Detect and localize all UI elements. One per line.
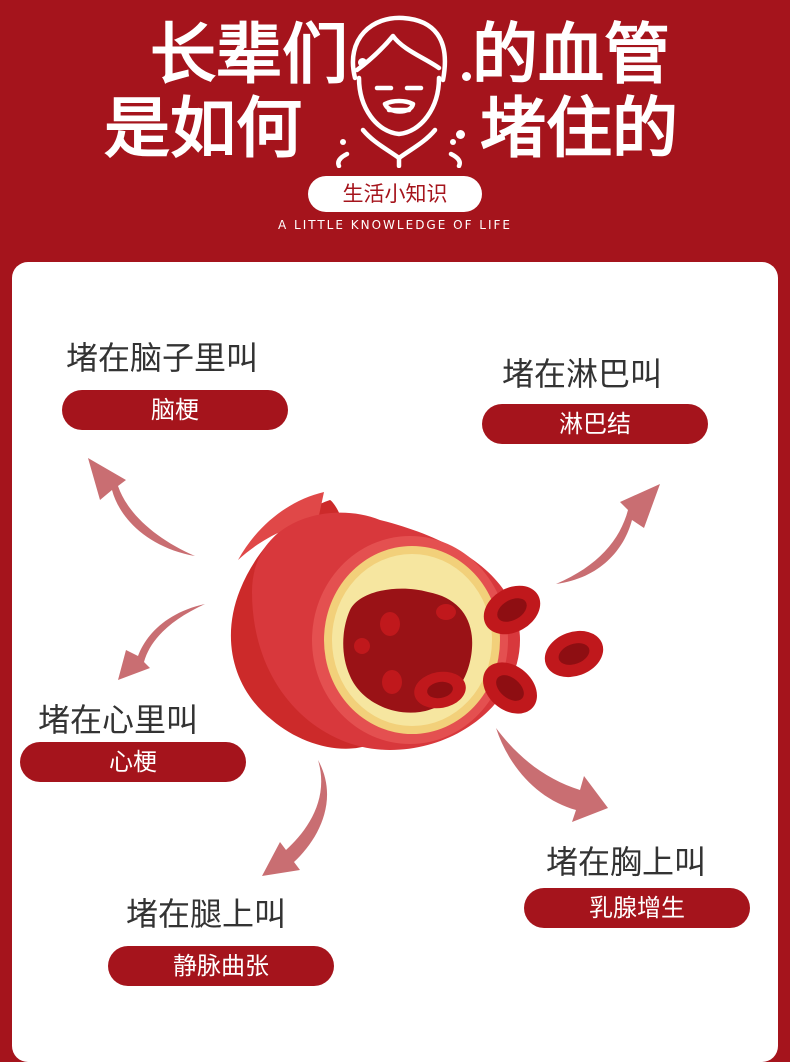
blood-cells bbox=[354, 585, 604, 714]
title-dot bbox=[462, 72, 471, 81]
title-part-2: 的血管 bbox=[472, 16, 670, 93]
header-banner: 长辈们 的血管 是如何 堵住的 生活小知识 A LITTLE KNOWLEDGE… bbox=[0, 0, 790, 262]
location-leg: 堵在腿上叫 bbox=[126, 895, 287, 933]
arrow-lymph bbox=[556, 484, 660, 584]
location-heart: 堵在心里叫 bbox=[38, 701, 199, 739]
condition-brain: 脑梗 bbox=[62, 390, 288, 430]
condition-heart: 心梗 bbox=[20, 742, 246, 782]
elderly-man-icon bbox=[336, 15, 462, 168]
title-part-1: 长辈们 bbox=[150, 16, 348, 93]
subtitle: A LITTLE KNOWLEDGE OF LIFE bbox=[277, 218, 512, 232]
title-part-3: 是如何 bbox=[104, 90, 302, 167]
condition-lymph: 淋巴结 bbox=[482, 404, 708, 444]
knowledge-badge: 生活小知识 bbox=[308, 176, 482, 212]
title-dot bbox=[456, 130, 465, 139]
vessel-flap bbox=[238, 492, 324, 560]
arrow-heart bbox=[118, 604, 205, 680]
title-dot bbox=[358, 58, 367, 67]
condition-leg: 静脉曲张 bbox=[108, 946, 334, 986]
arrow-chest bbox=[496, 728, 608, 822]
condition-chest: 乳腺增生 bbox=[524, 888, 750, 928]
arrow-leg bbox=[262, 760, 328, 876]
location-lymph: 堵在淋巴叫 bbox=[502, 355, 663, 393]
direction-arrows bbox=[88, 458, 660, 876]
arrow-brain bbox=[88, 458, 195, 556]
location-chest: 堵在胸上叫 bbox=[546, 843, 707, 881]
location-brain: 堵在脑子里叫 bbox=[66, 339, 259, 377]
title-part-4: 堵住的 bbox=[480, 90, 678, 167]
